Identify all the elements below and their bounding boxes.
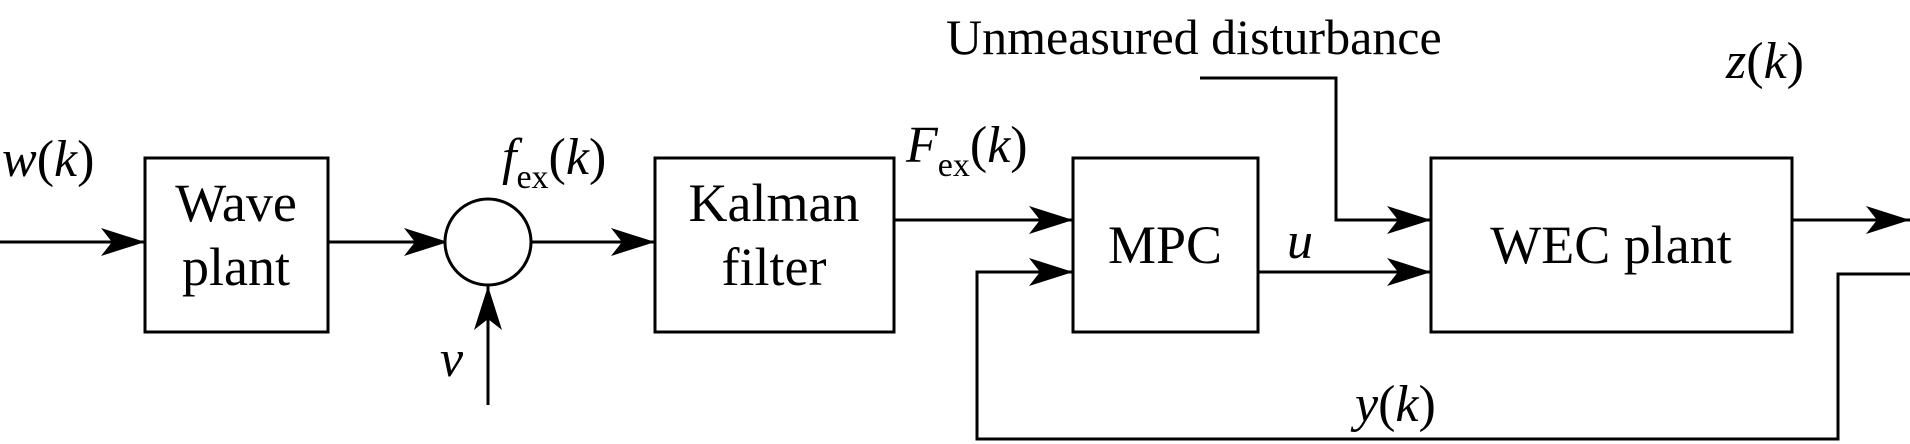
wave-plant-label-2: plant <box>182 237 290 297</box>
signal-y-label: y(k) <box>1350 376 1436 433</box>
wave-plant-label-1: Wave <box>175 173 297 233</box>
wec-plant-block <box>1429 156 1794 334</box>
signal-Fex-label: Fex(k) <box>905 117 1028 184</box>
kalman-filter-label-2: filter <box>722 237 827 297</box>
feedback-y-arrow <box>975 258 1910 441</box>
kalman-filter-block <box>653 156 896 334</box>
summing-junction <box>443 197 533 287</box>
signal-u-label: u <box>1287 213 1313 270</box>
wec-plant-label: WEC plant <box>1490 215 1731 275</box>
mpc-label: MPC <box>1108 215 1222 275</box>
signal-w-label: w(k) <box>2 131 94 188</box>
kalman-filter-label-1: Kalman <box>689 173 860 233</box>
signal-fex-label: fex(k) <box>502 129 606 196</box>
wave-plant-block <box>143 156 330 334</box>
disturbance-annotation: Unmeasured disturbance <box>946 9 1442 65</box>
signal-v-label: v <box>440 331 464 388</box>
signal-z-label: z(k) <box>1725 33 1804 90</box>
mpc-block <box>1071 156 1260 334</box>
disturbance-arrow <box>1200 76 1431 234</box>
